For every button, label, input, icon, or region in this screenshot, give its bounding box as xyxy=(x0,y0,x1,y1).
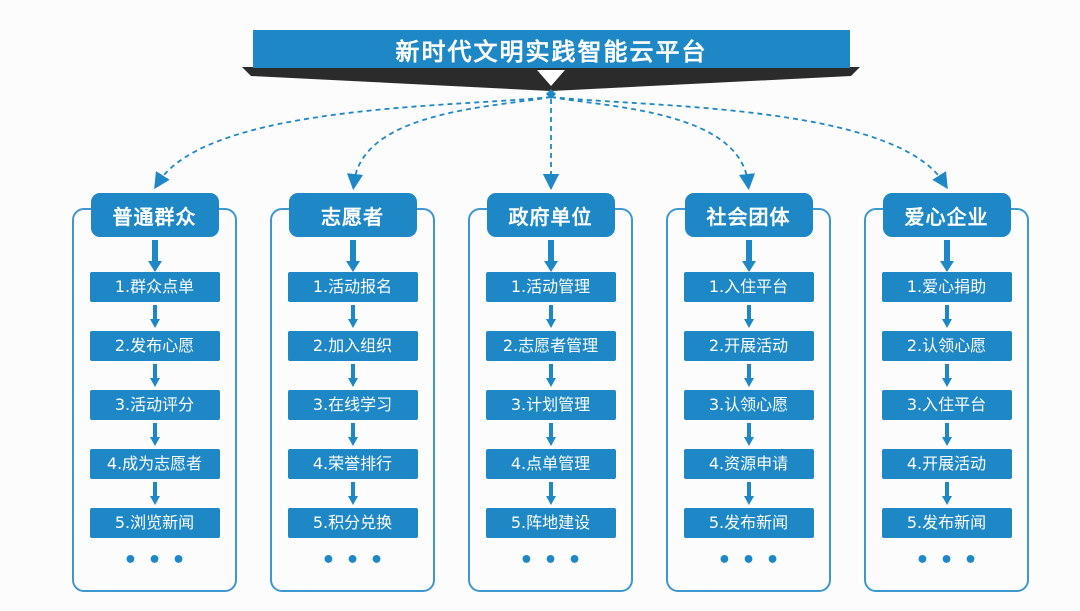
flow-step: 5.浏览新闻 xyxy=(89,508,220,538)
flow-step: 3.活动评分 xyxy=(89,390,220,420)
down-arrow-icon xyxy=(545,479,556,508)
column-flow: 1.群众点单 2.发布心愿 3.活动评分 4.成为志愿者 5.浏览新闻 ••• xyxy=(72,237,237,572)
flow-step: 4.资源申请 xyxy=(683,449,814,479)
flow-step: 1.群众点单 xyxy=(89,272,220,302)
column-flow: 1.活动管理 2.志愿者管理 3.计划管理 4.点单管理 5.阵地建设 ••• xyxy=(468,237,633,572)
flow-step: 1.活动管理 xyxy=(485,272,616,302)
flow-step: 2.加入组织 xyxy=(287,331,418,361)
down-arrow-icon xyxy=(743,420,754,449)
down-arrow-icon xyxy=(939,240,954,272)
down-arrow-icon xyxy=(347,420,358,449)
more-dots: ••• xyxy=(717,548,790,573)
down-arrow-icon xyxy=(941,302,952,331)
column-volunteer: 志愿者 1.活动报名 2.加入组织 3.在线学习 4.荣誉排行 5.积分兑换 •… xyxy=(270,193,435,592)
column-social-group: 社会团体 1.入住平台 2.开展活动 3.认领心愿 4.资源申请 5.发布新闻 … xyxy=(666,193,831,592)
down-arrow-icon xyxy=(347,361,358,390)
more-dots: ••• xyxy=(915,548,988,573)
down-arrow-icon xyxy=(149,479,160,508)
flow-step: 5.积分兑换 xyxy=(287,508,418,538)
flow-step: 3.认领心愿 xyxy=(683,390,814,420)
down-arrow-icon xyxy=(743,479,754,508)
connector-to-column-4 xyxy=(550,96,756,191)
down-arrow-icon xyxy=(347,479,358,508)
banner-down-triangle-icon xyxy=(537,70,565,86)
flow-step: 5.阵地建设 xyxy=(485,508,616,538)
more-dots: ••• xyxy=(123,548,196,573)
down-arrow-icon xyxy=(941,479,952,508)
column-flow: 1.活动报名 2.加入组织 3.在线学习 4.荣誉排行 5.积分兑换 ••• xyxy=(270,237,435,572)
connector-to-column-1 xyxy=(154,96,552,190)
column-flow: 1.入住平台 2.开展活动 3.认领心愿 4.资源申请 5.发布新闻 ••• xyxy=(666,237,831,572)
column-title: 志愿者 xyxy=(288,193,417,237)
more-dots: ••• xyxy=(519,548,592,573)
column-title: 政府单位 xyxy=(486,193,615,237)
flow-step: 2.认领心愿 xyxy=(881,331,1012,361)
platform-title-banner: 新时代文明实践智能云平台 xyxy=(253,30,850,68)
flow-step: 4.成为志愿者 xyxy=(89,449,220,479)
down-arrow-icon xyxy=(149,361,160,390)
flow-step: 4.点单管理 xyxy=(485,449,616,479)
down-arrow-icon xyxy=(545,302,556,331)
flow-step: 2.志愿者管理 xyxy=(485,331,616,361)
down-arrow-icon xyxy=(149,420,160,449)
down-arrow-icon xyxy=(347,302,358,331)
down-arrow-icon xyxy=(147,240,162,272)
down-arrow-icon xyxy=(545,420,556,449)
down-arrow-icon xyxy=(543,240,558,272)
column-flow: 1.爱心捐助 2.认领心愿 3.入住平台 4.开展活动 5.发布新闻 ••• xyxy=(864,237,1029,572)
down-arrow-icon xyxy=(743,302,754,331)
flow-step: 2.开展活动 xyxy=(683,331,814,361)
down-arrow-icon xyxy=(741,240,756,272)
column-title: 社会团体 xyxy=(684,193,813,237)
flow-step: 4.开展活动 xyxy=(881,449,1012,479)
flow-step: 5.发布新闻 xyxy=(683,508,814,538)
column-title: 爱心企业 xyxy=(882,193,1011,237)
flow-step: 1.爱心捐助 xyxy=(881,272,1012,302)
flow-step: 3.入住平台 xyxy=(881,390,1012,420)
flow-step: 2.发布心愿 xyxy=(89,331,220,361)
flow-step: 5.发布新闻 xyxy=(881,508,1012,538)
down-arrow-icon xyxy=(345,240,360,272)
flow-step: 3.在线学习 xyxy=(287,390,418,420)
down-arrow-icon xyxy=(545,361,556,390)
connector-to-column-2 xyxy=(346,96,552,191)
column-title: 普通群众 xyxy=(90,193,219,237)
column-general-public: 普通群众 1.群众点单 2.发布心愿 3.活动评分 4.成为志愿者 5.浏览新闻… xyxy=(72,193,237,592)
column-charity-enterprise: 爱心企业 1.爱心捐助 2.认领心愿 3.入住平台 4.开展活动 5.发布新闻 … xyxy=(864,193,1029,592)
flow-step: 1.入住平台 xyxy=(683,272,814,302)
down-arrow-icon xyxy=(743,361,754,390)
flow-step: 4.荣誉排行 xyxy=(287,449,418,479)
down-arrow-icon xyxy=(149,302,160,331)
connector-to-column-5 xyxy=(550,96,948,190)
down-arrow-icon xyxy=(941,420,952,449)
flow-step: 3.计划管理 xyxy=(485,390,616,420)
more-dots: ••• xyxy=(321,548,394,573)
flow-step: 1.活动报名 xyxy=(287,272,418,302)
column-government-unit: 政府单位 1.活动管理 2.志愿者管理 3.计划管理 4.点单管理 5.阵地建设… xyxy=(468,193,633,592)
down-arrow-icon xyxy=(941,361,952,390)
